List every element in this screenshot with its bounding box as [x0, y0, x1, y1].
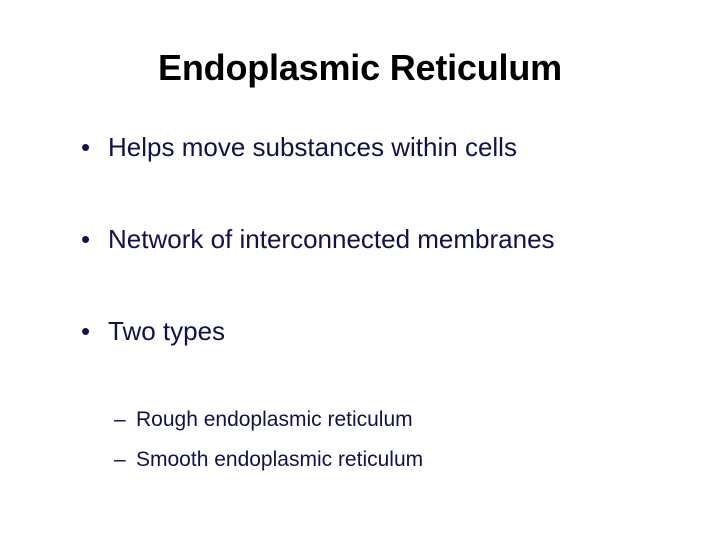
- round-bullet-icon: •: [81, 224, 91, 254]
- list-item: • Two types: [74, 315, 674, 347]
- list-item-label: Helps move substances within cells: [108, 132, 517, 162]
- list-item-label: Two types: [108, 316, 226, 346]
- dash-bullet-icon: –: [114, 448, 126, 471]
- list-item: – Smooth endoplasmic reticulum: [74, 447, 674, 473]
- round-bullet-icon: •: [81, 132, 91, 162]
- slide-body-content: • Helps move substances within cells • N…: [74, 131, 674, 473]
- list-item-label: Network of interconnected membranes: [108, 224, 555, 254]
- list-item-label: Rough endoplasmic reticulum: [136, 408, 413, 431]
- round-bullet-icon: •: [81, 316, 91, 346]
- sub-list: – Rough endoplasmic reticulum – Smooth e…: [74, 407, 674, 473]
- list-item: • Network of interconnected membranes: [74, 223, 674, 255]
- list-item-label: Smooth endoplasmic reticulum: [136, 448, 424, 471]
- page-title: Endoplasmic Reticulum: [158, 47, 562, 88]
- dash-bullet-icon: –: [114, 408, 126, 431]
- list-item: – Rough endoplasmic reticulum: [74, 407, 674, 433]
- list-item: • Helps move substances within cells: [74, 131, 674, 163]
